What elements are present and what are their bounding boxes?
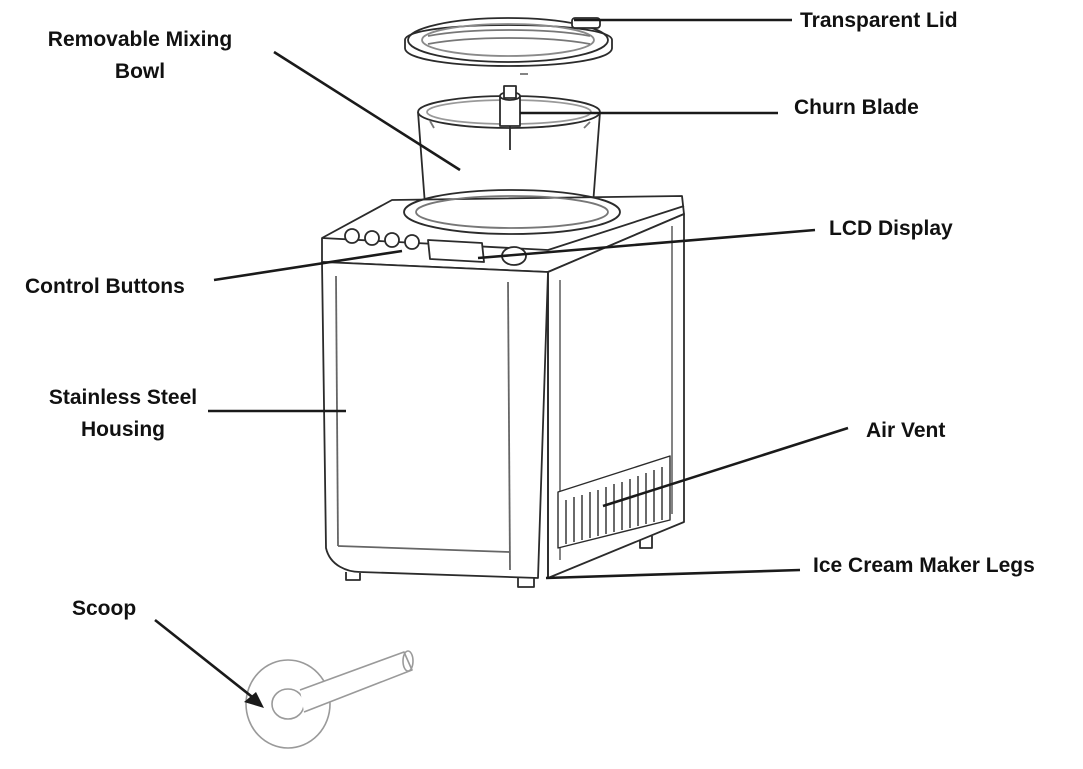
label-mixing-bowl: Removable Mixing Bowl <box>20 24 260 88</box>
label-mixing-bowl-line2: Bowl <box>114 60 166 83</box>
label-lcd-display: LCD Display <box>829 217 953 240</box>
label-churn-blade: Churn Blade <box>794 96 919 119</box>
leader-control-buttons <box>213 249 403 282</box>
transparent-lid-drawing <box>404 17 613 75</box>
label-housing-line1: Stainless Steel <box>48 386 198 409</box>
label-mixing-bowl-line1: Removable Mixing <box>47 28 233 51</box>
label-air-vent: Air Vent <box>866 419 946 442</box>
leader-air-vent <box>602 426 849 508</box>
leader-lines <box>154 18 849 708</box>
label-scoop: Scoop <box>72 597 137 620</box>
scoop-drawing <box>245 650 414 749</box>
scoop-arrowhead <box>244 692 264 708</box>
leader-legs <box>545 568 801 580</box>
label-transparent-lid: Transparent Lid <box>800 9 958 32</box>
leader-scoop <box>154 618 257 702</box>
leader-mixing-bowl <box>273 50 461 172</box>
label-control-buttons: Control Buttons <box>25 275 185 298</box>
label-housing: Stainless Steel Housing <box>28 382 218 446</box>
label-legs: Ice Cream Maker Legs <box>813 554 1035 577</box>
leader-lcd-display <box>477 228 816 260</box>
churn-blade-drawing <box>499 85 521 150</box>
label-housing-line2: Housing <box>81 418 165 441</box>
